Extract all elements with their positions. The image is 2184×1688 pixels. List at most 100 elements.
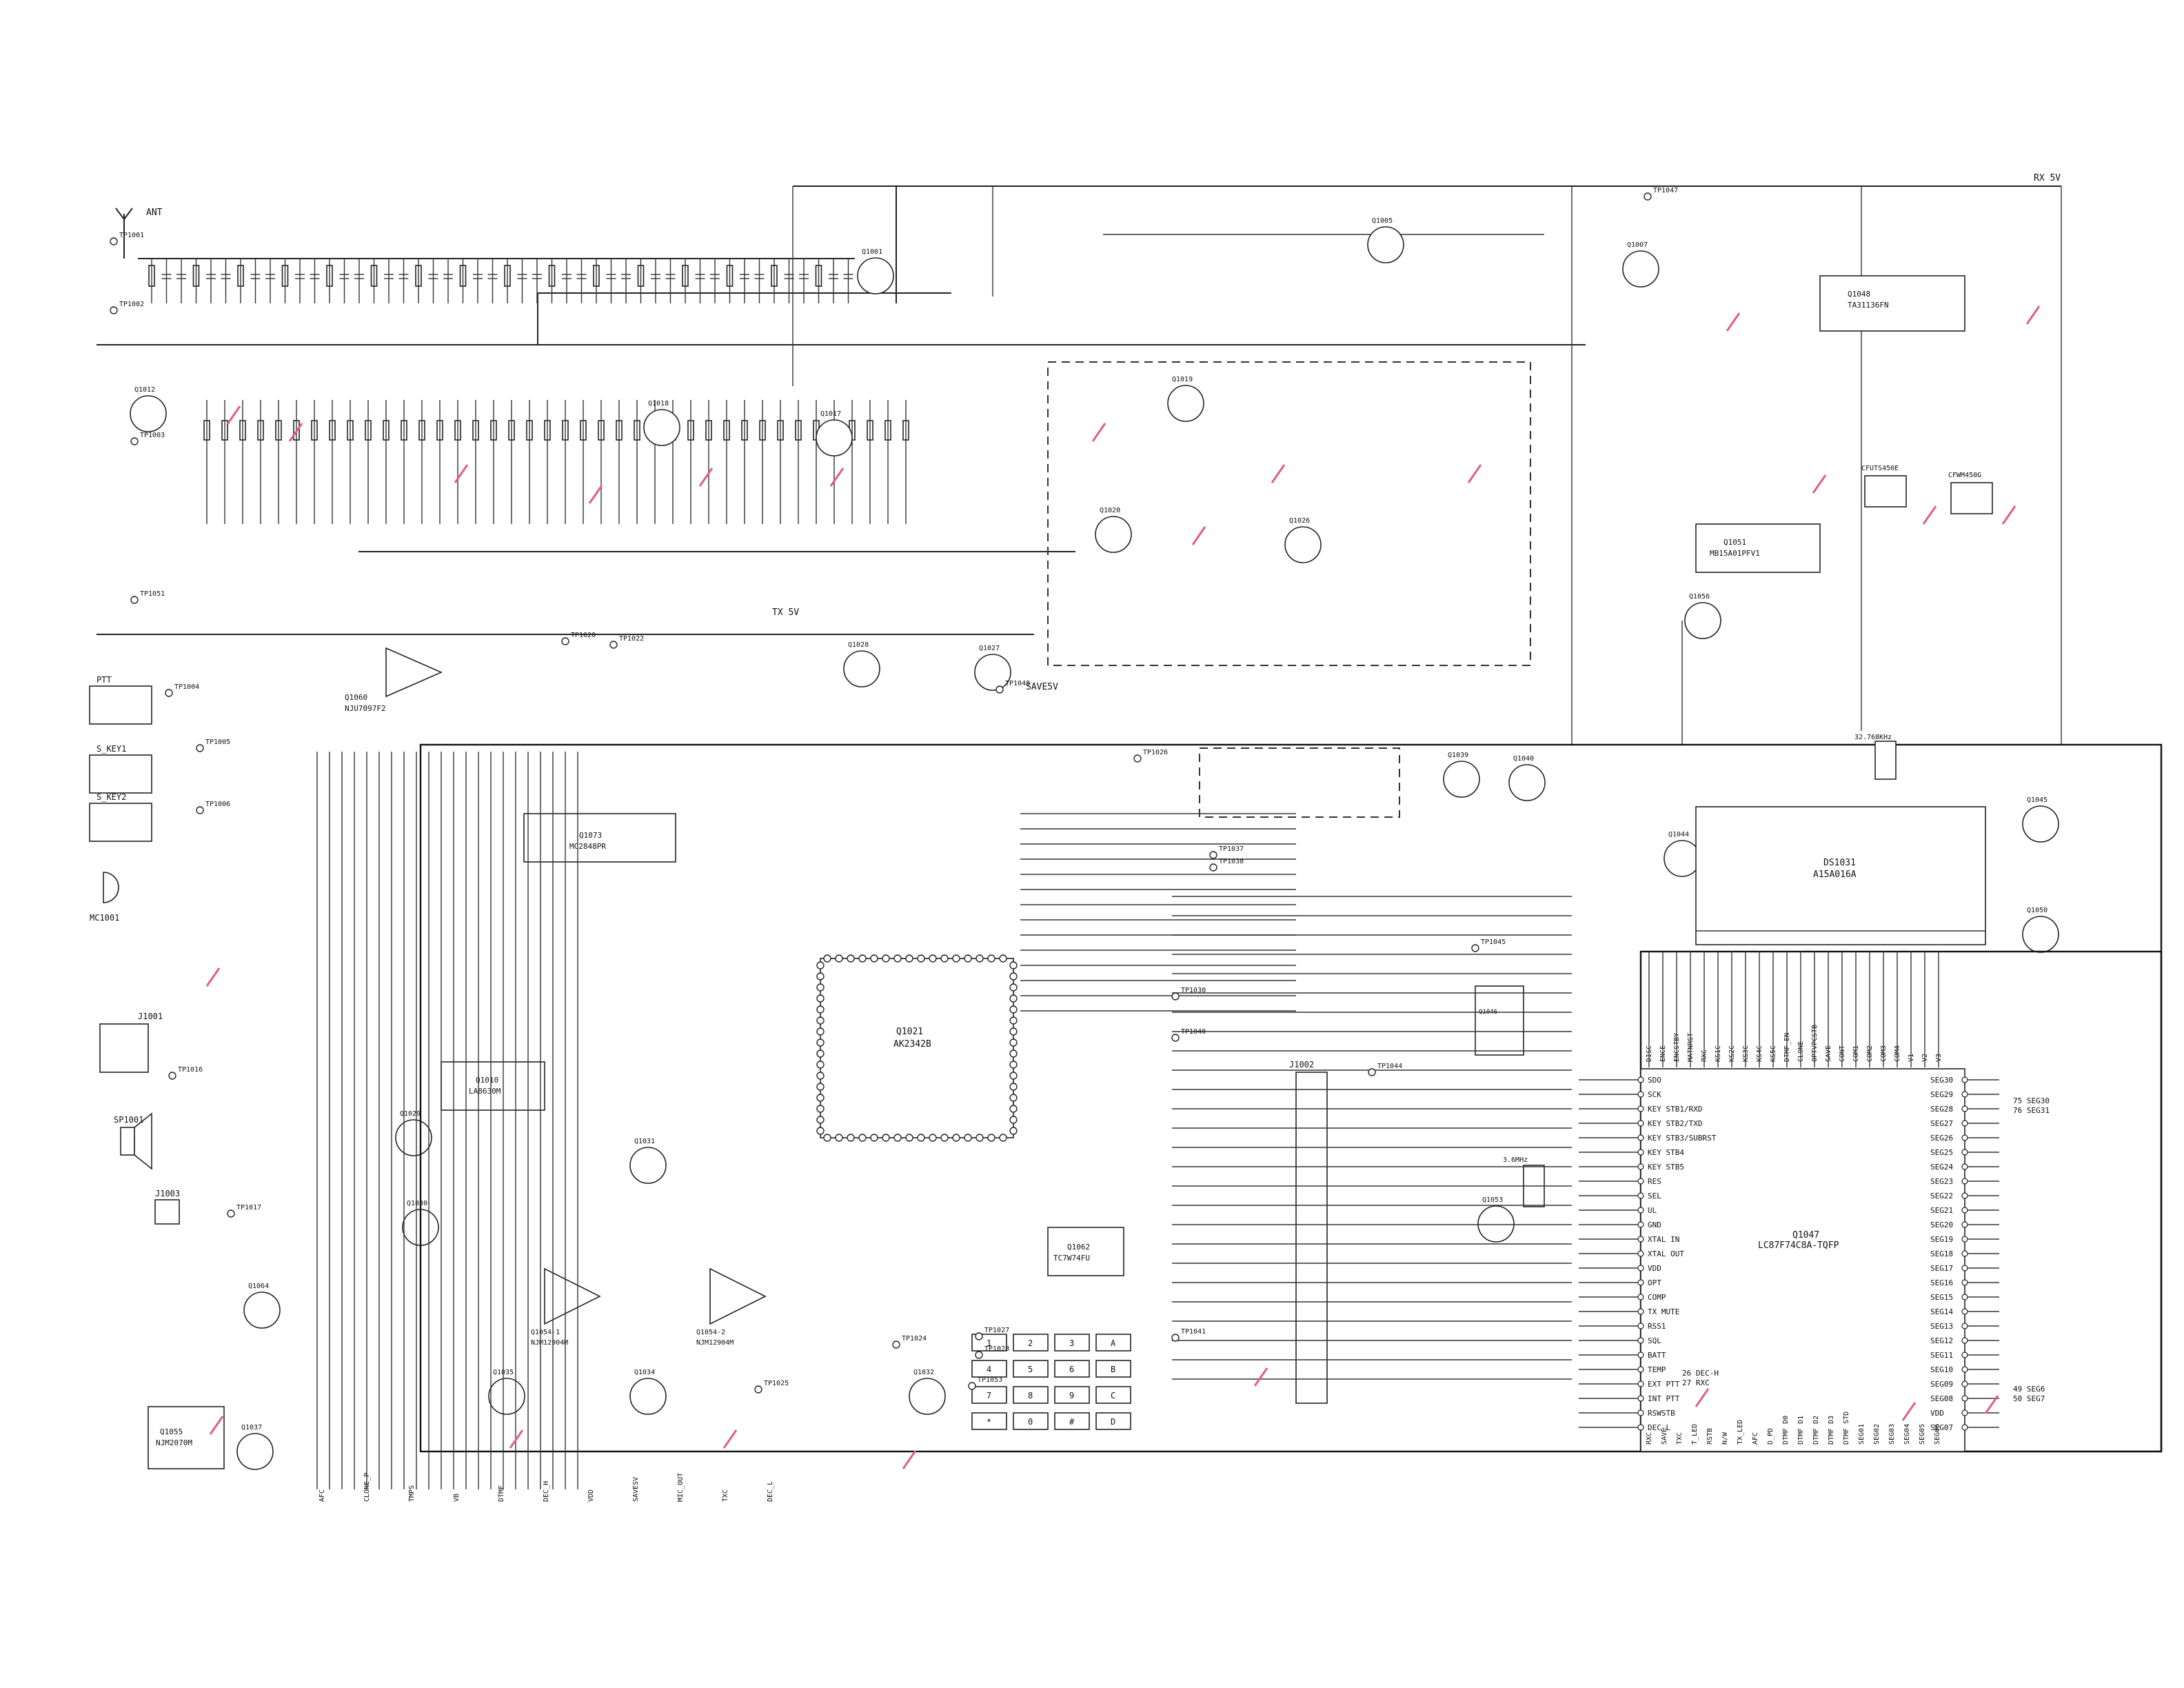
test-point-label: TP1027 [984,1327,1009,1334]
test-point-label: TP1022 [619,635,644,643]
mcu-pin-label: SEG30 [1930,1076,1953,1085]
test-point-label: TP1002 [119,301,144,308]
keypad-key [1095,1386,1131,1404]
ic-pin [816,1061,825,1069]
transistor-ref: Q1017 [820,410,841,418]
keypad-key [1013,1360,1049,1378]
mcu-pin [1637,1424,1644,1431]
ic-q1047-part: LC87F74C8A-TQFP [1758,1240,1839,1251]
mcu-pin-label: SEG23 [1930,1177,1953,1186]
test-point [1644,192,1652,201]
ic-pin [975,1134,984,1142]
lcd-display: DS1031 A15A016A [1695,806,1986,945]
test-point-label: TP1024 [902,1335,927,1343]
filter-cf1002-part: CFUTS450E [1861,465,1899,472]
mcu-pin-label: UL [1648,1206,1657,1215]
ic-q1048: Q1048 TA31136FN [1819,275,1965,332]
ic-pin [975,954,984,963]
ic-pin [893,954,902,963]
mcu-pin-label: SEG03 [1888,1424,1896,1445]
transistor-ref: Q1020 [1100,507,1120,514]
ic-q1010-part: LA8630M [469,1087,501,1096]
test-point-label: TP1047 [1653,187,1678,194]
keypad-key-label: 4 [987,1365,991,1374]
mcu-pin-label: SEG22 [1930,1192,1953,1200]
check-mark [1191,526,1206,545]
keypad-key-label: 3 [1069,1338,1074,1348]
keypad-key [1013,1412,1049,1430]
mcu-pin [1637,1323,1644,1329]
pll-shield-box [1047,361,1531,666]
test-point-group: TP1001TP1002TP1003TP1004TP1005TP1006TP10… [110,187,1678,1394]
mcu-pin-label: VDD [1930,1409,1944,1418]
ic-pin [929,1134,937,1142]
check-mark [902,1450,917,1469]
check-mark [1984,1395,1999,1414]
transistor-ref: Q1019 [1172,376,1193,383]
transistor-symbol [1443,761,1480,798]
mcu-pin-label: KEY STB2/TXD [1648,1119,1702,1128]
transistor-symbol [1477,1205,1515,1243]
mcu-pin [1961,1105,1968,1112]
keypad-key [1054,1360,1090,1378]
transistor-ref: Q1005 [1372,217,1393,225]
test-point-label: TP1025 [764,1380,789,1387]
check-mark [698,468,714,487]
mcu-pin-label: DTMF D1 [1797,1416,1805,1445]
keypad-key-label: C [1111,1391,1115,1400]
ic-pin [816,1016,825,1025]
mcu-pin-label: RSS1 [1648,1322,1666,1331]
ic-pin [1009,1116,1018,1124]
ic-q1060-part: NJU7097F2 [345,704,386,713]
mcu-pin [1961,1091,1968,1098]
keypad-key-label: 7 [987,1391,991,1400]
bus-label: AFC [318,1489,326,1502]
mcu-pin-label: BATT [1648,1351,1666,1360]
ic-pin [816,1005,825,1014]
mcu-pin [1961,1366,1968,1373]
transistor-ref: Q1045 [2027,796,2048,804]
test-point [1133,754,1142,763]
keypad-key-label: D [1111,1417,1115,1427]
mcu-pin-label: SEG19 [1930,1235,1953,1244]
mcu-pin-label: TXC [1676,1432,1684,1445]
antenna-icon [115,208,133,259]
transistor-symbol [843,650,880,687]
rail-label-rx: RX 5V [2034,173,2061,183]
ic-q1048-ref: Q1048 [1848,290,1870,299]
ic-pin [999,954,1007,963]
test-point [1209,851,1217,859]
connector-skey2: S_KEY2 [97,792,126,802]
ic-pin [964,1134,972,1142]
notes-group: 75 SEG30 76 SEG31 50 SEG7 49 SEG6 26 DEC… [1682,1096,2050,1403]
test-point-label: TP1016 [178,1066,203,1074]
ic-pin [1009,994,1018,1003]
transistor-symbol [1684,602,1721,639]
ic-q1062-ref: Q1062 [1067,1243,1090,1252]
mcu-pin-label: SEG17 [1930,1264,1953,1273]
rail-label-tx: TX 5V [772,607,799,618]
test-point [168,1072,176,1080]
test-point-label: TP1041 [1181,1328,1206,1336]
mcu-pin-label: SEG10 [1930,1365,1953,1374]
test-point [110,306,118,314]
test-point [1209,863,1217,872]
transistor-symbol [130,395,167,432]
connector-j1003: J1003 [155,1189,180,1198]
transistor-symbol [395,1119,432,1156]
connector-group: PTT S_KEY1 S_KEY2 MC1001 SP1001 J1001 J1… [89,675,1328,1404]
keypad-key [1013,1334,1049,1352]
test-point [892,1340,900,1349]
ic-pin [835,954,843,963]
test-point-label: TP1026 [1143,749,1168,756]
ic-pin [816,1027,825,1036]
crystal-x1002: 3.6MHz [1503,1156,1545,1207]
ic-q1010-ref: Q1010 [476,1076,498,1085]
ic-pin [999,1134,1007,1142]
test-point [561,637,569,645]
ic-pin [940,1134,949,1142]
crystal-x1001-part: 32.768KHz [1854,734,1892,741]
ic-q1054-2-ref: Q1054-2 [696,1329,725,1336]
test-point [130,437,139,445]
